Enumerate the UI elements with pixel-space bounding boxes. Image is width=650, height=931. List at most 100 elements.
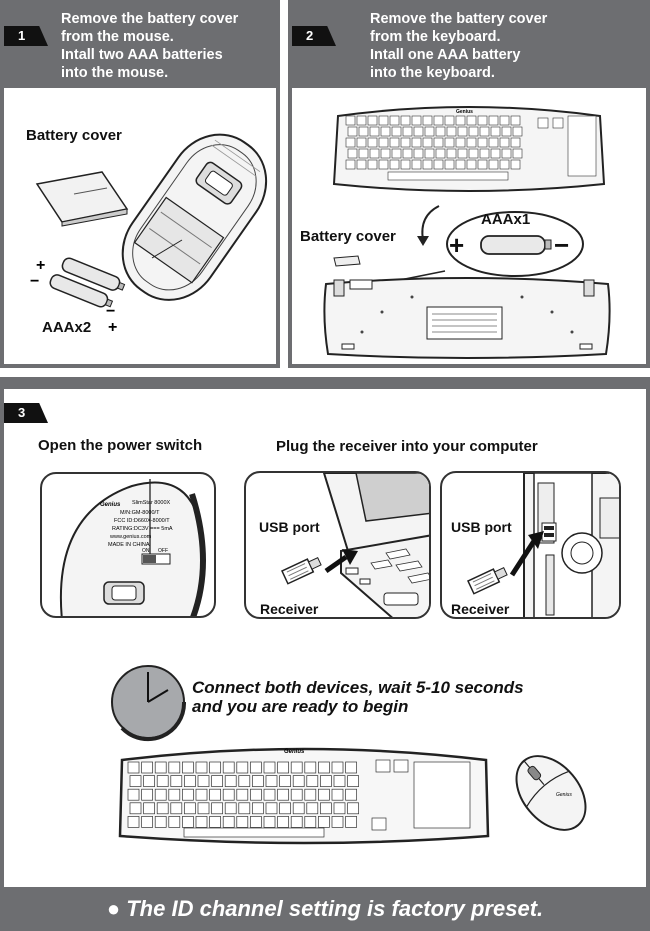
footer-note: ● The ID channel setting is factory pres… xyxy=(0,887,650,931)
keyboard-key xyxy=(345,137,356,148)
keyboard-key xyxy=(552,117,564,129)
keyboard-key xyxy=(402,126,413,137)
keyboard-key xyxy=(304,816,317,828)
keyboard-key xyxy=(424,148,435,159)
keyboard-key xyxy=(477,115,488,126)
keyboard-key xyxy=(389,115,400,126)
keyboard-key xyxy=(224,802,237,815)
keyboard-key xyxy=(422,115,433,126)
keyboard-brand-top: Genius xyxy=(456,109,473,115)
keyboard-key xyxy=(263,788,276,801)
keyboard-key xyxy=(345,115,356,126)
keyboard-key xyxy=(490,126,501,137)
keyboard-key xyxy=(375,759,391,773)
keyboard-key xyxy=(263,761,276,774)
battery-count-label: AAAx2 xyxy=(42,319,92,336)
mouse-top-brand: Genius xyxy=(556,792,572,798)
usb-port-label-2: USB port xyxy=(451,519,512,535)
keyboard-key xyxy=(413,761,471,829)
keyboard-key xyxy=(182,761,194,774)
keyboard-key xyxy=(168,788,181,801)
keyboard-key xyxy=(433,115,444,126)
power-switch-panel: Genius SlimStar 8000X M/N:GM-8000/T FCC … xyxy=(40,472,216,618)
keyboard-key xyxy=(567,115,597,177)
keyboard-key xyxy=(367,159,378,170)
keyboard-key xyxy=(358,126,369,137)
keyboard-key xyxy=(250,816,262,828)
keyboard-key xyxy=(306,775,319,787)
keyboard-key xyxy=(292,775,305,787)
aaa-x1-label: AAAx1 xyxy=(481,211,531,228)
keyboard-key xyxy=(236,761,249,774)
keyboard-top-illustration: Genius xyxy=(332,106,606,192)
keyboard-key xyxy=(197,775,210,787)
mouse-url-text: www.genius.com xyxy=(109,534,152,540)
keyboard-key xyxy=(413,126,424,137)
keyboard-key xyxy=(380,148,391,159)
keyboard-battery-cover xyxy=(333,255,361,267)
keyboard-key xyxy=(156,802,169,815)
keyboard-key xyxy=(195,816,208,828)
keyboard-key xyxy=(501,148,512,159)
tower-illustration xyxy=(467,473,619,617)
keyboard-key xyxy=(265,802,278,815)
keyboard-key xyxy=(224,775,237,787)
keyboard-key xyxy=(444,137,455,148)
keyboard-key xyxy=(512,126,523,137)
step-1-heading: Remove the battery cover from the mouse.… xyxy=(61,11,239,81)
step-2-panel: 2 Remove the battery cover from the keyb… xyxy=(288,0,650,368)
step-3-number: 3 xyxy=(4,403,48,423)
keyboard-key xyxy=(127,788,140,801)
keyboard-key xyxy=(170,802,183,815)
keyboard-key xyxy=(356,137,367,148)
keyboard-key xyxy=(331,761,344,774)
plug-receiver-label: Plug the receiver into your computer xyxy=(276,438,538,455)
keyboard-key xyxy=(331,816,344,828)
aaa-batteries-illustration: + − − + xyxy=(30,257,126,336)
keyboard-key xyxy=(183,827,325,838)
keyboard-key xyxy=(411,137,422,148)
keyboard-key xyxy=(400,137,411,148)
keyboard-key xyxy=(499,137,510,148)
keyboard-key xyxy=(209,788,221,801)
keyboard-key xyxy=(184,802,196,815)
keyboard-key xyxy=(510,159,521,170)
connect-instructions: Connect both devices, wait 5-10 seconds … xyxy=(192,678,524,716)
step-2-number: 2 xyxy=(292,26,336,46)
keyboard-key xyxy=(444,115,455,126)
receiver-label-2: Receiver xyxy=(451,601,510,617)
keyboard-key xyxy=(222,761,235,774)
mouse-mn-text: M/N:GM-8000/T xyxy=(120,510,160,516)
keyboard-key xyxy=(488,137,499,148)
keyboard-key xyxy=(306,802,319,815)
mouse-fcc-text: FCC ID:D660X-8000/T xyxy=(114,518,170,524)
step-3-top-bar xyxy=(4,381,650,389)
keyboard-key xyxy=(170,775,183,787)
step-1-panel: 1 Remove the battery cover from the mous… xyxy=(0,0,280,368)
keyboard-key xyxy=(512,148,523,159)
keyboard-key xyxy=(378,159,389,170)
keyboard-key xyxy=(347,148,358,159)
keyboard-key xyxy=(537,117,549,129)
keyboard-key xyxy=(318,788,330,801)
keyboard-key xyxy=(488,159,499,170)
mouse-brand-text: Genius xyxy=(100,502,121,508)
keyboard-key xyxy=(211,802,223,815)
keyboard-key xyxy=(345,788,357,801)
keyboard-key xyxy=(369,126,380,137)
keyboard-key xyxy=(400,159,411,170)
battery-callout xyxy=(364,211,584,288)
keyboard-key xyxy=(358,148,369,159)
keyboard-key xyxy=(168,761,181,774)
keyboard-key xyxy=(333,802,346,815)
keyboard-key xyxy=(490,148,501,159)
keyboard-key xyxy=(424,126,435,137)
mouse-rating-text: RATING:DC3V === 5mA xyxy=(112,526,173,532)
keyboard-key xyxy=(318,761,330,774)
keyboard-key xyxy=(393,759,409,773)
keyboard-key xyxy=(499,115,510,126)
keyboard-key xyxy=(265,775,278,787)
keyboard-key xyxy=(488,115,499,126)
keyboard-key xyxy=(510,137,521,148)
